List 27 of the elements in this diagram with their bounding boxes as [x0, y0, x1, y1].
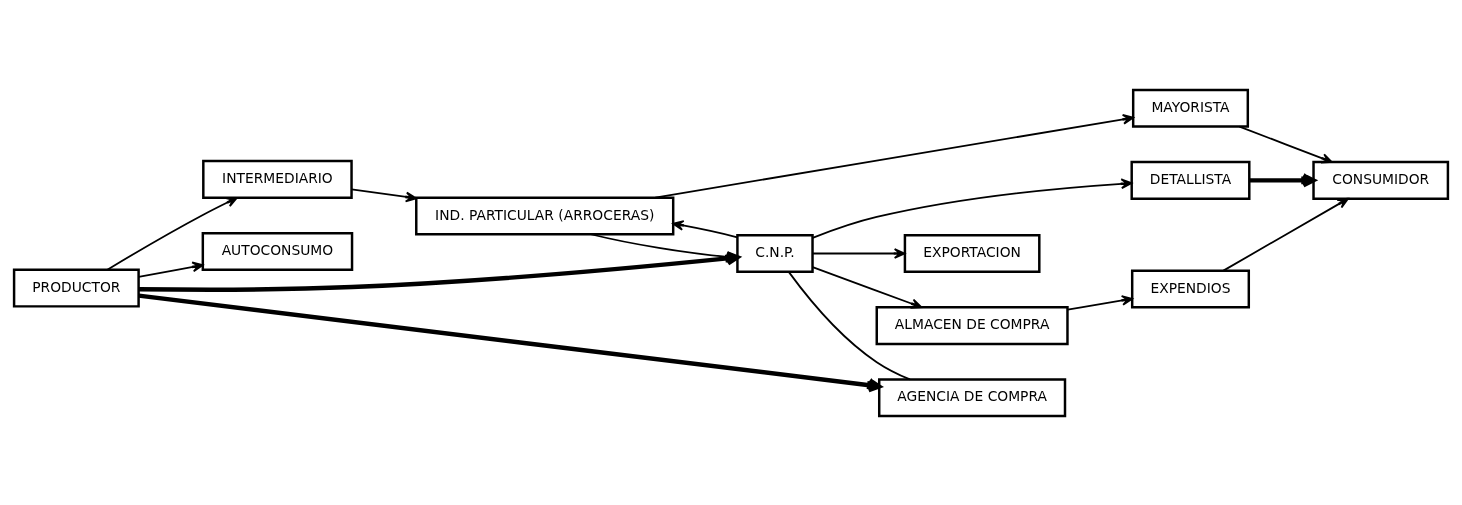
node-box: IND. PARTICULAR (ARROCERAS): [415, 195, 675, 235]
arrow: [811, 177, 1133, 239]
arrow: [1066, 294, 1134, 311]
node-box: EXPORTACION: [903, 233, 1041, 273]
arrow: [1249, 172, 1316, 188]
arrow: [138, 292, 882, 392]
node-box: PRODUCTOR: [12, 268, 140, 308]
arrow: [138, 250, 740, 292]
node-box: AUTOCONSUMO: [201, 231, 354, 271]
node-box: CONSUMIDOR: [1312, 160, 1450, 200]
arrow: [350, 188, 417, 202]
node-box: C.N.P.: [736, 233, 814, 273]
arrow: [106, 196, 238, 271]
arrow: [654, 113, 1135, 198]
node-box: AGENCIA DE COMPRA: [878, 377, 1067, 417]
arrow: [672, 219, 739, 238]
arrow: [811, 265, 923, 309]
arrow: [1222, 197, 1349, 271]
node-box: MAYORISTA: [1131, 88, 1250, 128]
node-box: EXPENDIOS: [1130, 269, 1251, 309]
arrow: [811, 247, 906, 259]
connector: [788, 270, 911, 380]
node-box: DETALLISTA: [1130, 160, 1251, 200]
arrow: [1238, 125, 1333, 163]
arrow: [137, 261, 204, 278]
node-box: INTERMEDIARIO: [202, 159, 353, 199]
node-box: ALMACEN DE COMPRA: [875, 305, 1069, 345]
